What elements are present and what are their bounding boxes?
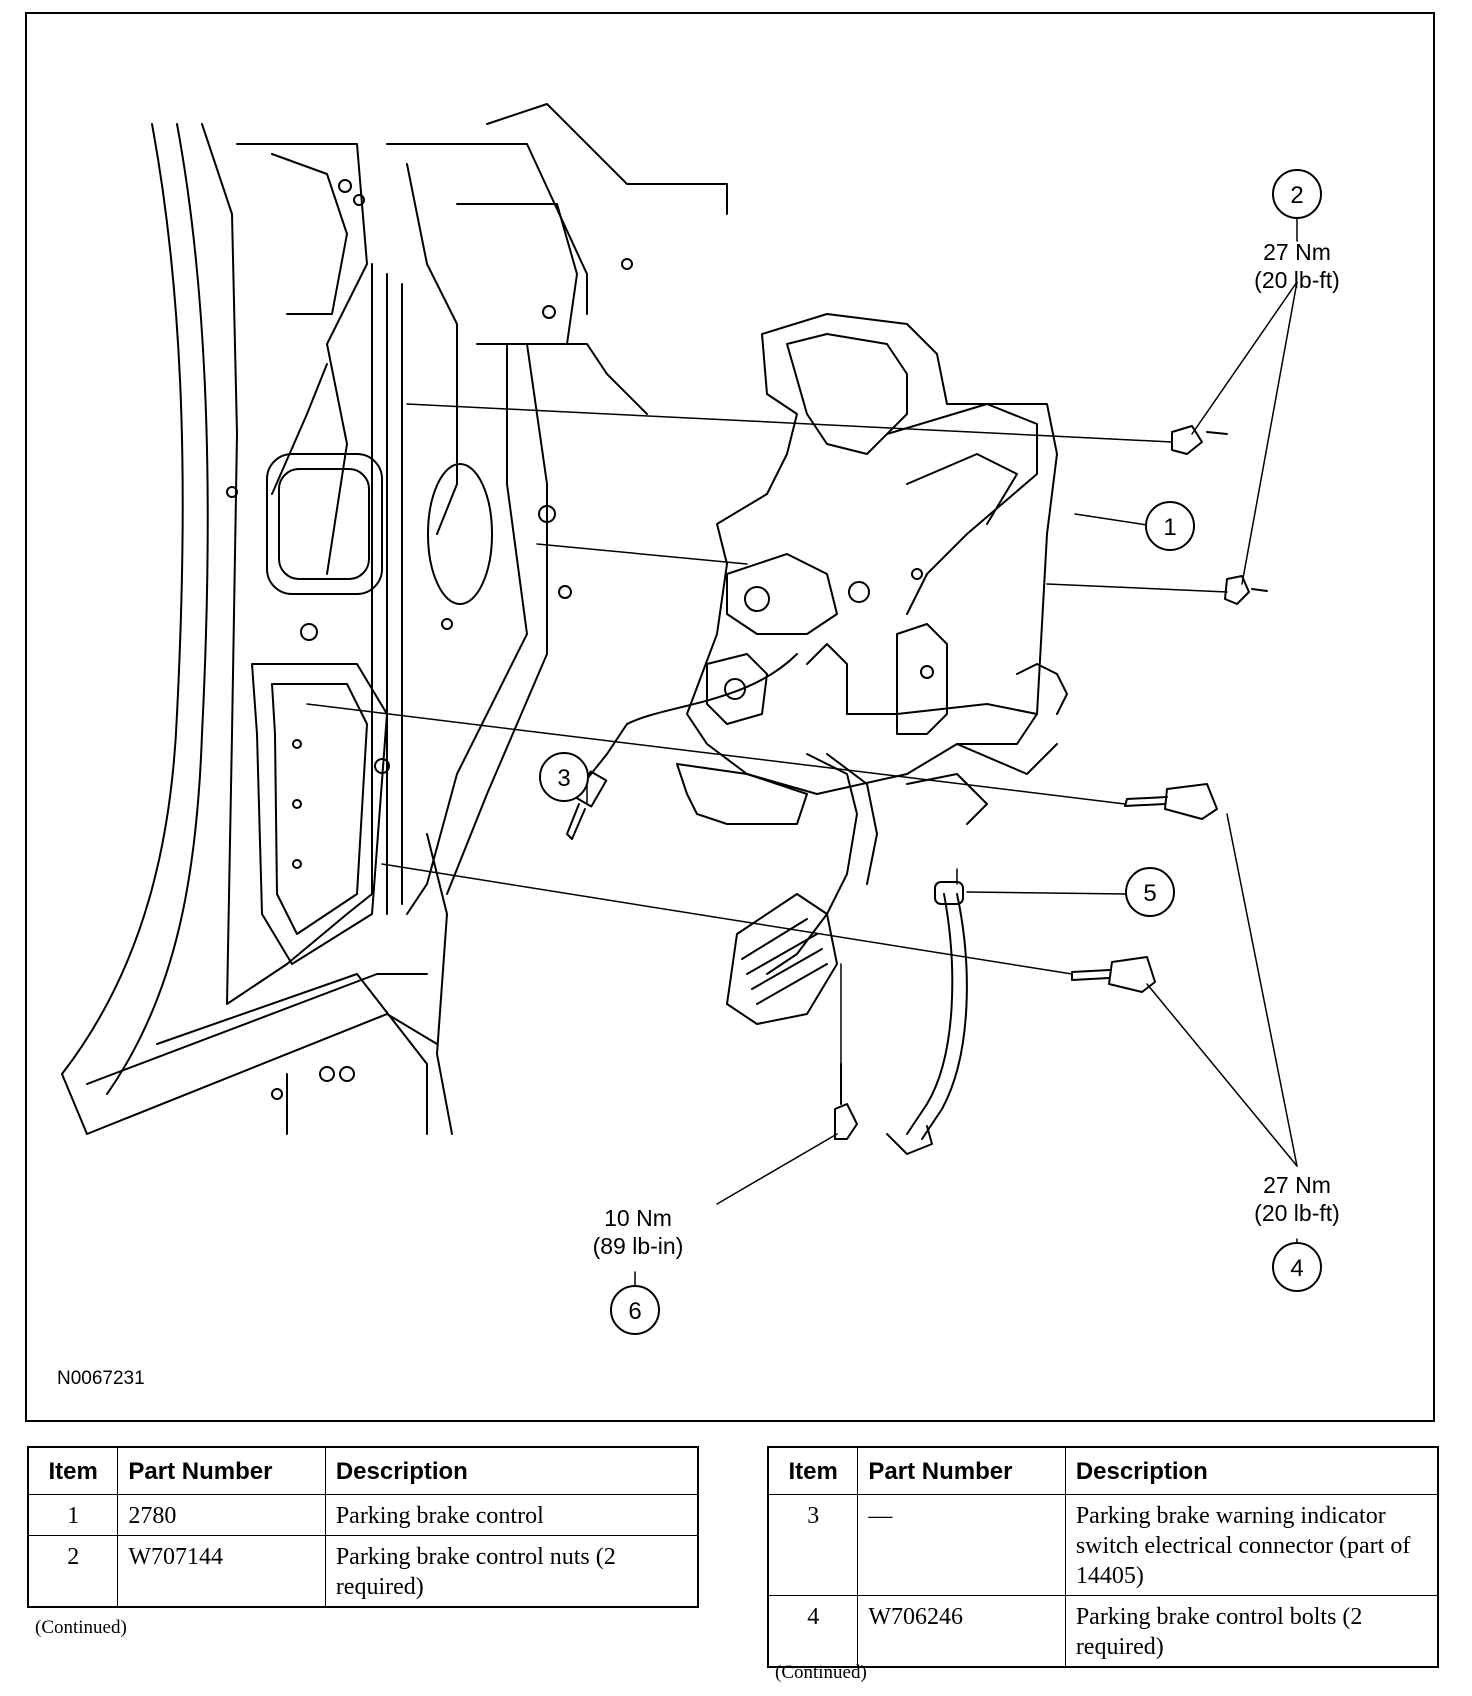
- body-pillar-drawing: [61, 103, 728, 1135]
- legend-table-2: Item Part Number Description 3 — Parking…: [767, 1446, 1439, 1668]
- parking-brake-control-drawing: [676, 313, 1068, 1025]
- warning-switch-connector-drawing: [566, 653, 798, 840]
- col-header-part-number: Part Number: [857, 1446, 1066, 1495]
- table-row: 2 W707144 Parking brake control nuts (2 …: [27, 1535, 699, 1608]
- callout-4-torque-imperial: (20 lb-ft): [1254, 1200, 1340, 1226]
- description-cell: Parking brake control: [324, 1494, 699, 1536]
- table-row: 1 2780 Parking brake control: [27, 1494, 699, 1536]
- item-cell: 4: [767, 1595, 859, 1668]
- callout-6-number: 6: [628, 1298, 641, 1325]
- legend-table-1: Item Part Number Description 1 2780 Park…: [27, 1446, 699, 1608]
- table-header-row: Item Part Number Description: [767, 1446, 1439, 1495]
- item-cell: 3: [767, 1494, 859, 1596]
- col-header-item: Item: [27, 1446, 119, 1495]
- table-row: 3 — Parking brake warning indicator swit…: [767, 1494, 1439, 1596]
- description-cell: Parking brake control nuts (2 required): [324, 1535, 699, 1608]
- item-cell: 1: [27, 1494, 119, 1536]
- col-header-part-number: Part Number: [117, 1446, 326, 1495]
- cable-drawing: [886, 881, 968, 1155]
- callout-texts: 2 1 3 5 4 6 27 Nm (20 lb-ft) 27 Nm (20 l…: [557, 182, 1340, 1325]
- col-header-item: Item: [767, 1446, 859, 1495]
- callout-2-torque-nm: 27 Nm: [1263, 239, 1331, 265]
- item-cell: 2: [27, 1535, 119, 1608]
- leader-lines: [586, 216, 1298, 1287]
- col-header-description: Description: [324, 1446, 699, 1495]
- callout-5-circle: [1125, 867, 1175, 917]
- callout-1-circle: [1145, 501, 1195, 551]
- callout-3-number: 3: [557, 765, 570, 792]
- callout-2-torque-imperial: (20 lb-ft): [1254, 267, 1340, 293]
- callout-5-number: 5: [1143, 880, 1156, 907]
- callout-4-circle: [1272, 1242, 1322, 1292]
- callout-1-number: 1: [1163, 514, 1176, 541]
- callout-6-torque-imperial: (89 lb-in): [593, 1233, 684, 1259]
- callout-2-number: 2: [1290, 182, 1303, 209]
- callout-6-circle: [610, 1285, 660, 1335]
- description-cell: Parking brake control bolts (2 required): [1064, 1595, 1439, 1668]
- description-cell: Parking brake warning indicator switch e…: [1064, 1494, 1439, 1596]
- fasteners: [834, 425, 1268, 1140]
- alignment-lines: [306, 403, 1228, 1065]
- col-header-description: Description: [1064, 1446, 1439, 1495]
- callout-3-circle: [539, 752, 589, 802]
- table-1-continued: (Continued): [35, 1617, 127, 1638]
- callout-circles: [539, 169, 1322, 1335]
- part-number-cell: 2780: [117, 1494, 326, 1536]
- part-number-cell: —: [857, 1494, 1066, 1596]
- part-number-cell: W707144: [117, 1535, 326, 1608]
- callout-6-torque-nm: 10 Nm: [604, 1205, 672, 1231]
- part-number-cell: W706246: [857, 1595, 1066, 1668]
- figure-frame: 2 1 3 5 4 6 27 Nm (20 lb-ft) 27 Nm (20 l…: [25, 12, 1435, 1422]
- parking-brake-diagram: 2 1 3 5 4 6 27 Nm (20 lb-ft) 27 Nm (20 l…: [61, 103, 1340, 1335]
- table-row: 4 W706246 Parking brake control bolts (2…: [767, 1595, 1439, 1668]
- figure-id: N0067231: [57, 1368, 145, 1389]
- callout-4-number: 4: [1290, 1255, 1303, 1282]
- table-2-continued: (Continued): [775, 1662, 867, 1683]
- callout-2-circle: [1272, 169, 1322, 219]
- table-header-row: Item Part Number Description: [27, 1446, 699, 1495]
- callout-4-torque-nm: 27 Nm: [1263, 1172, 1331, 1198]
